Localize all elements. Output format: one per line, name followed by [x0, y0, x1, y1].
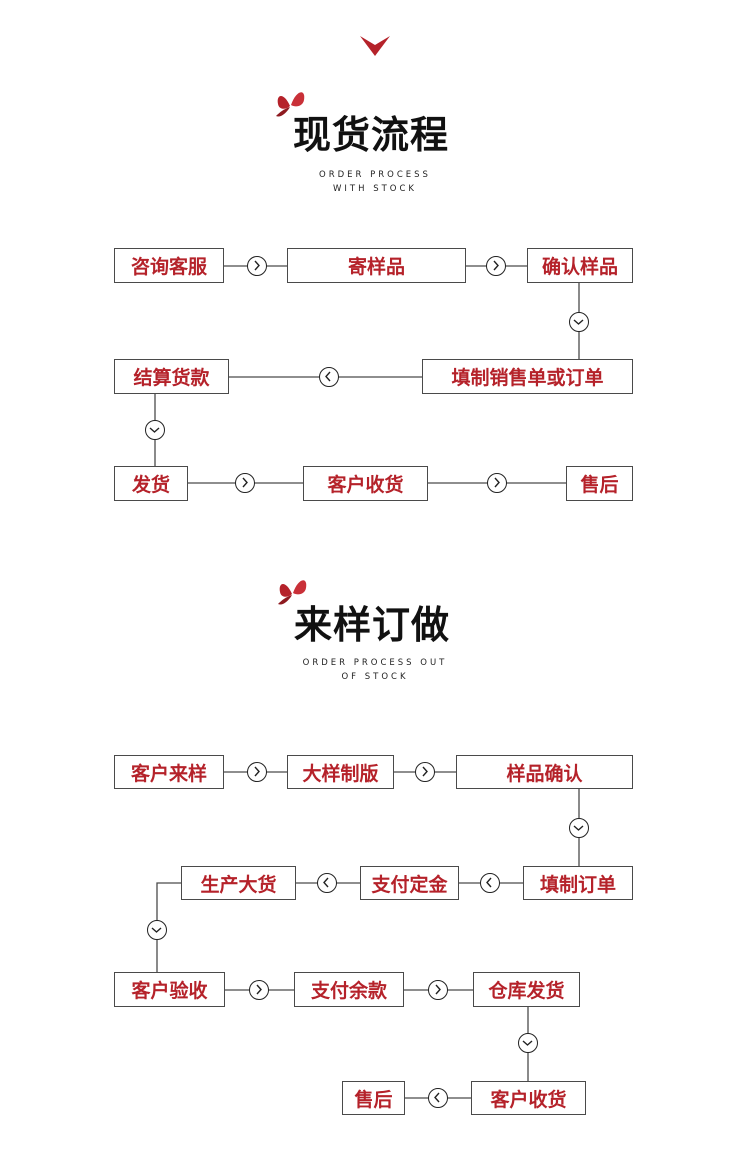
step-sample-confirm: 样品确认 — [456, 755, 633, 789]
chevron-right-icon — [486, 256, 506, 276]
step-send-sample: 寄样品 — [287, 248, 466, 283]
step-fill-order: 填制订单 — [523, 866, 633, 900]
butterfly-icon — [276, 92, 305, 117]
step-settle-payment: 结算货款 — [114, 359, 229, 394]
step-customer-receive: 客户收货 — [303, 466, 428, 501]
chevron-right-icon — [235, 473, 255, 493]
chevron-down-icon — [569, 312, 589, 332]
step-consult: 咨询客服 — [114, 248, 224, 283]
chevron-down-icon — [569, 818, 589, 838]
step-inspection: 客户验收 — [114, 972, 225, 1007]
step-large-sample: 大样制版 — [287, 755, 394, 789]
section-title-custom: 来样订做 — [294, 602, 451, 647]
butterfly-icon — [278, 580, 307, 605]
subtitle-line: WITH STOCK — [333, 184, 417, 194]
step-fill-order: 填制销售单或订单 — [422, 359, 633, 394]
chevron-down-icon — [145, 420, 165, 440]
chevron-left-icon — [319, 367, 339, 387]
chevron-left-icon — [428, 1088, 448, 1108]
chevron-left-icon — [480, 873, 500, 893]
step-customer-sample: 客户来样 — [114, 755, 224, 789]
chevron-right-icon — [249, 980, 269, 1000]
chevron-down-icon — [147, 920, 167, 940]
section-subtitle-stock: ORDER PROCESS WITH STOCK — [275, 168, 475, 196]
step-mass-production: 生产大货 — [181, 866, 296, 900]
chevron-down-icon — [360, 36, 390, 56]
chevron-left-icon — [317, 873, 337, 893]
step-customer-receive: 客户收货 — [471, 1081, 586, 1115]
step-ship: 发货 — [114, 466, 188, 501]
chevron-right-icon — [247, 256, 267, 276]
chevron-right-icon — [415, 762, 435, 782]
chevron-down-icon — [518, 1033, 538, 1053]
subtitle-line: ORDER PROCESS — [319, 170, 431, 180]
step-deposit: 支付定金 — [360, 866, 459, 900]
section-subtitle-custom: ORDER PROCESS OUT OF STOCK — [275, 656, 475, 684]
chevron-right-icon — [247, 762, 267, 782]
step-warehouse-ship: 仓库发货 — [473, 972, 580, 1007]
step-balance: 支付余款 — [294, 972, 404, 1007]
section-title-stock: 现货流程 — [293, 112, 450, 157]
subtitle-line: ORDER PROCESS OUT — [302, 658, 448, 668]
chevron-right-icon — [487, 473, 507, 493]
step-after-sale: 售后 — [342, 1081, 405, 1115]
step-confirm-sample: 确认样品 — [527, 248, 633, 283]
subtitle-line: OF STOCK — [341, 672, 409, 682]
chevron-right-icon — [428, 980, 448, 1000]
step-after-sale: 售后 — [566, 466, 633, 501]
